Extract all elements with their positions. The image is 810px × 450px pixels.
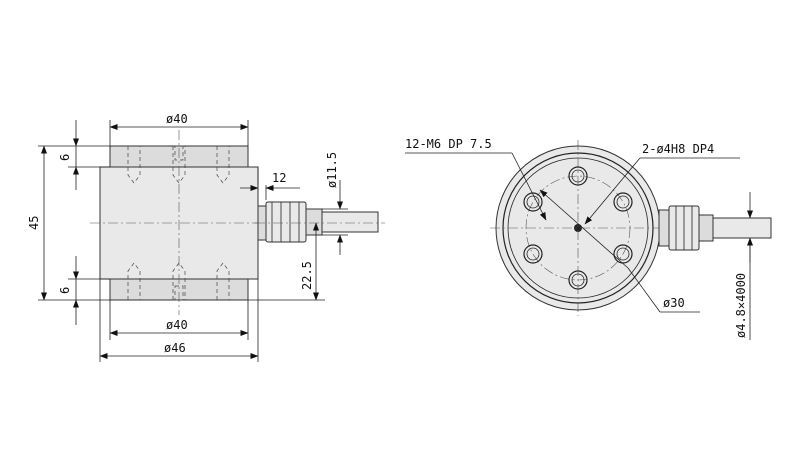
side-connector — [255, 201, 385, 243]
bottom-diameter-label: ø40 — [166, 318, 188, 332]
side-view: ø40 ø40 ø46 45 6 6 12 — [27, 112, 385, 362]
connector-height-label: 22.5 — [300, 261, 314, 290]
mounting-holes-label: 12-M6 DP 7.5 — [405, 137, 492, 151]
connector-offset-label: 12 — [272, 171, 286, 185]
connector-diameter-label: ø11.5 — [325, 152, 339, 188]
top-flange-label: 6 — [58, 154, 72, 161]
top-connector — [658, 205, 772, 251]
top-diameter-label: ø40 — [166, 112, 188, 126]
body-diameter-label: ø46 — [164, 341, 186, 355]
height-label: 45 — [27, 216, 41, 230]
center-pin — [574, 224, 582, 232]
bottom-flange-label: 6 — [58, 287, 72, 294]
locating-holes-label: 2-ø4H8 DP4 — [642, 142, 714, 156]
cable-label: ø4.8✕4000 — [734, 273, 748, 338]
top-view: 12-M6 DP 7.5 2-ø4H8 DP4 ø30 ø4.8✕4000 — [405, 137, 772, 340]
bolt-circle-label: ø30 — [663, 296, 685, 310]
top-threaded-holes — [127, 145, 230, 184]
